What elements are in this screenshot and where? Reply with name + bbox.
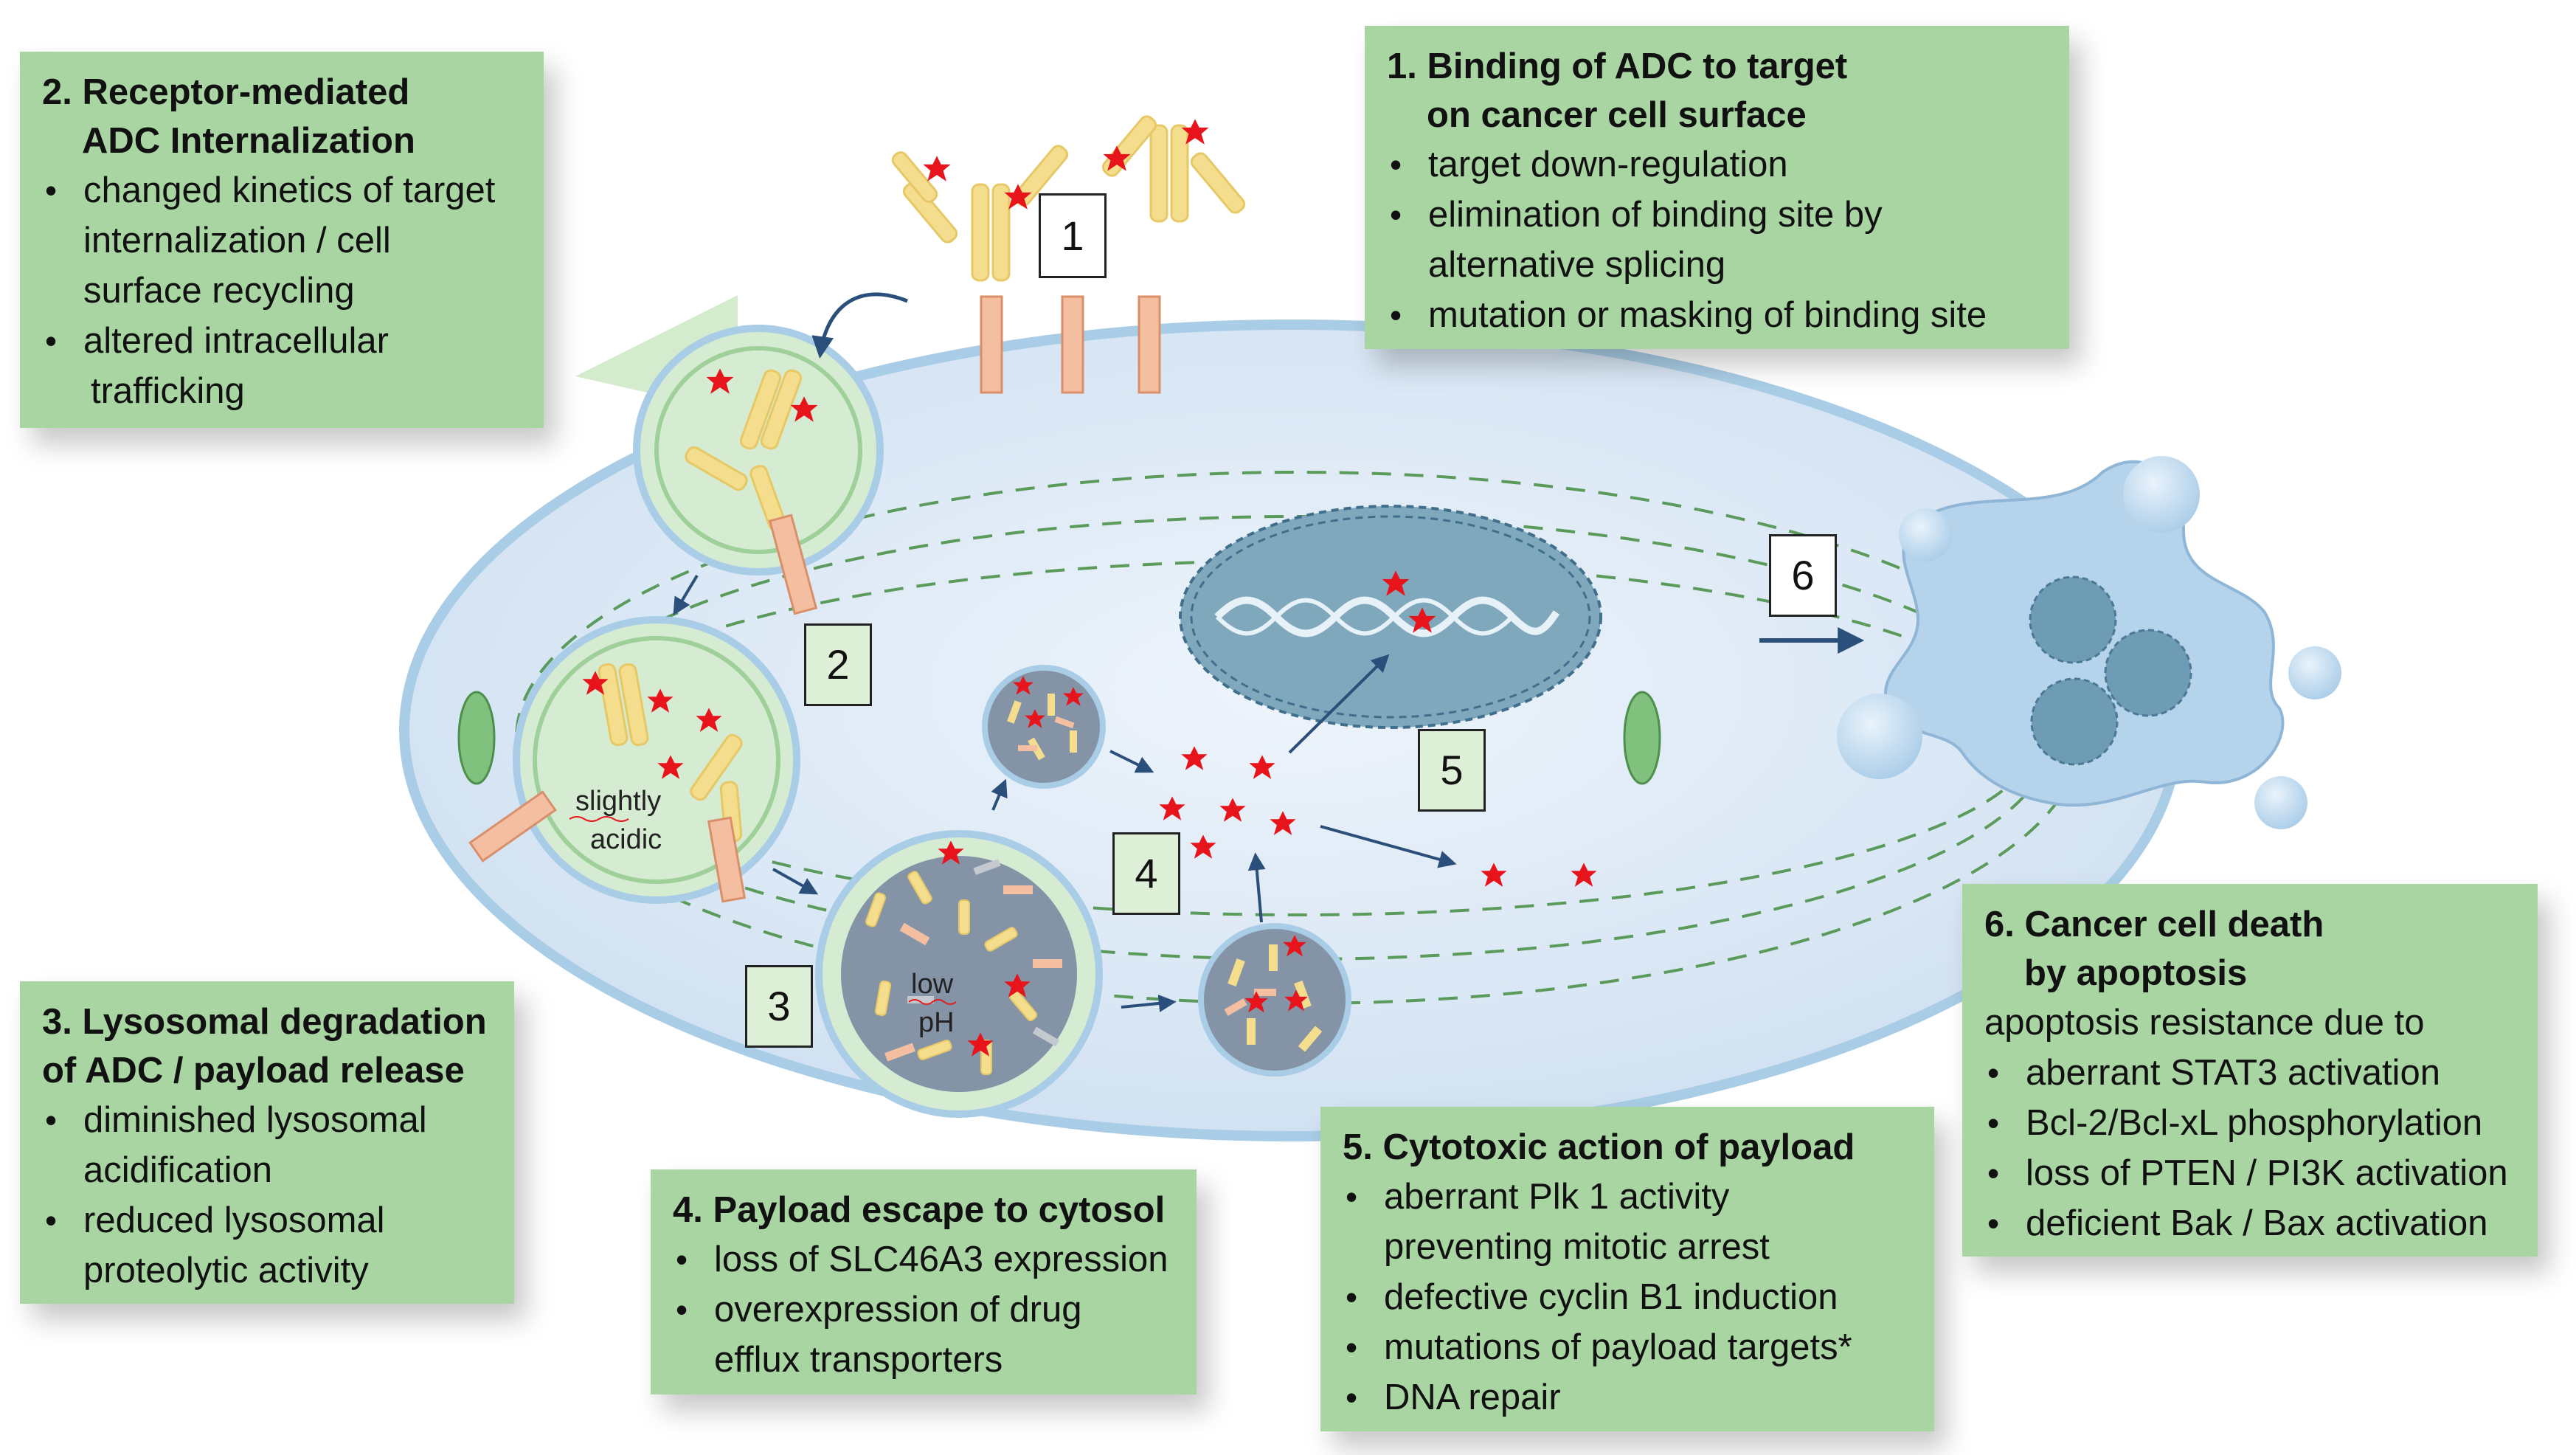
step-label-2: 2 bbox=[804, 623, 872, 706]
box6-item: aberrant STAT3 activation bbox=[1984, 1048, 2516, 1098]
lysosome: low pH bbox=[815, 830, 1103, 1118]
box3-item-continuation: acidification bbox=[83, 1150, 273, 1190]
slightly-label: slightly bbox=[575, 786, 661, 817]
step-label-3: 3 bbox=[745, 965, 813, 1048]
box2-item: altered intracellular bbox=[42, 316, 522, 366]
adc-antibody-1 bbox=[891, 145, 1069, 282]
box1-title: 1. Binding of ADC to target on cancer ce… bbox=[1387, 42, 2047, 139]
spindle-pole-left bbox=[457, 691, 496, 785]
box2-item-continuation: trafficking bbox=[91, 371, 245, 411]
nucleus bbox=[1179, 505, 1602, 729]
box4-list: loss of SLC46A3 expression overexpressio… bbox=[673, 1234, 1174, 1385]
box2-title: 2. Receptor-mediated ADC Internalization bbox=[42, 68, 522, 165]
spindle-pole-right bbox=[1623, 691, 1661, 785]
box5-item-continuation: preventing mitotic arrest bbox=[1384, 1227, 1770, 1267]
early-endosome: slightly acidic bbox=[468, 616, 800, 904]
box4-title: 4. Payload escape to cytosol bbox=[673, 1190, 1166, 1230]
box3-list: diminished lysosomal acidification reduc… bbox=[42, 1095, 492, 1296]
box2-item-continuation: internalization / cell bbox=[83, 221, 391, 260]
box1-title-line2: on cancer cell surface bbox=[1427, 95, 1807, 135]
box6-title-line2: by apoptosis bbox=[2024, 953, 2248, 993]
internalization-arrow bbox=[811, 292, 908, 359]
box2-item: changed kinetics of target bbox=[42, 165, 522, 215]
acidic-label: acidic bbox=[590, 824, 662, 855]
small-vesicle-top bbox=[982, 665, 1106, 789]
box6-item: deficient Bak / Bax activation bbox=[1984, 1198, 2516, 1248]
box6-subtitle: apoptosis resistance due to bbox=[1984, 1003, 2425, 1043]
box5-item: aberrant Plk 1 activity bbox=[1343, 1172, 1912, 1222]
surface-receptors bbox=[980, 295, 1161, 394]
box2-title-line2: ADC Internalization bbox=[82, 121, 415, 161]
box2-list: changed kinetics of target internalizati… bbox=[42, 165, 522, 416]
box-cytotoxic-action: 5. Cytotoxic action of payload aberrant … bbox=[1320, 1107, 1934, 1431]
box6-item: Bcl-2/Bcl-xL phosphorylation bbox=[1984, 1098, 2516, 1148]
box1-item: elimination of binding site by bbox=[1387, 190, 2047, 240]
ph-label: pH bbox=[918, 1007, 955, 1038]
internalization-vesicle bbox=[575, 295, 884, 615]
box-receptor-internalization: 2. Receptor-mediated ADC Internalization… bbox=[20, 52, 544, 428]
box-lysosomal-degradation: 3. Lysosomal degradation of ADC / payloa… bbox=[20, 981, 514, 1304]
box3-item: reduced lysosomal bbox=[42, 1195, 492, 1245]
small-vesicle-bottom bbox=[1198, 923, 1351, 1076]
box3-title-line1: 3. Lysosomal degradation bbox=[42, 1002, 487, 1042]
box1-item-continuation: alternative splicing bbox=[1428, 245, 1726, 285]
box4-item: overexpression of drug bbox=[673, 1285, 1174, 1335]
low-label: low bbox=[911, 969, 954, 1000]
step-label-4: 4 bbox=[1112, 832, 1180, 915]
box3-title-line2: of ADC / payload release bbox=[42, 1051, 465, 1091]
box6-title: 6. Cancer cell death by apoptosis bbox=[1984, 900, 2516, 998]
box3-title: 3. Lysosomal degradation of ADC / payloa… bbox=[42, 998, 492, 1095]
box-binding-to-target: 1. Binding of ADC to target on cancer ce… bbox=[1365, 26, 2069, 349]
adc-antibody-2 bbox=[1101, 115, 1246, 223]
box4-item: loss of SLC46A3 expression bbox=[673, 1234, 1174, 1285]
box-payload-escape: 4. Payload escape to cytosol loss of SLC… bbox=[651, 1169, 1197, 1394]
box4-item-continuation: efflux transporters bbox=[714, 1340, 1003, 1380]
box6-item: loss of PTEN / PI3K activation bbox=[1984, 1148, 2516, 1198]
box1-item: mutation or masking of binding site bbox=[1387, 290, 2047, 340]
box1-title-line1: 1. Binding of ADC to target bbox=[1387, 46, 1848, 86]
apoptotic-cell bbox=[1837, 456, 2341, 829]
box6-title-line1: 6. Cancer cell death bbox=[1984, 905, 2324, 944]
box5-item: mutations of payload targets* bbox=[1343, 1322, 1912, 1372]
box5-list: aberrant Plk 1 activity preventing mitot… bbox=[1343, 1172, 1912, 1423]
step-label-1: 1 bbox=[1039, 193, 1107, 278]
box-cancer-cell-death: 6. Cancer cell death by apoptosis apopto… bbox=[1962, 884, 2538, 1257]
step-label-6: 6 bbox=[1769, 534, 1837, 617]
box3-item: diminished lysosomal bbox=[42, 1095, 492, 1145]
box1-item: target down-regulation bbox=[1387, 139, 2047, 190]
box2-title-line1: 2. Receptor-mediated bbox=[42, 72, 410, 112]
flow-arrows bbox=[991, 654, 1457, 1012]
box3-item-continuation: proteolytic activity bbox=[83, 1251, 369, 1290]
step-label-5: 5 bbox=[1418, 729, 1486, 812]
box5-item: defective cyclin B1 induction bbox=[1343, 1272, 1912, 1322]
box1-list: target down-regulation elimination of bi… bbox=[1387, 139, 2047, 340]
box5-item: DNA repair bbox=[1343, 1372, 1912, 1423]
box5-title: 5. Cytotoxic action of payload bbox=[1343, 1127, 1855, 1167]
box6-list: aberrant STAT3 activation Bcl-2/Bcl-xL p… bbox=[1984, 1048, 2516, 1248]
box2-item-continuation: surface recycling bbox=[83, 271, 355, 311]
